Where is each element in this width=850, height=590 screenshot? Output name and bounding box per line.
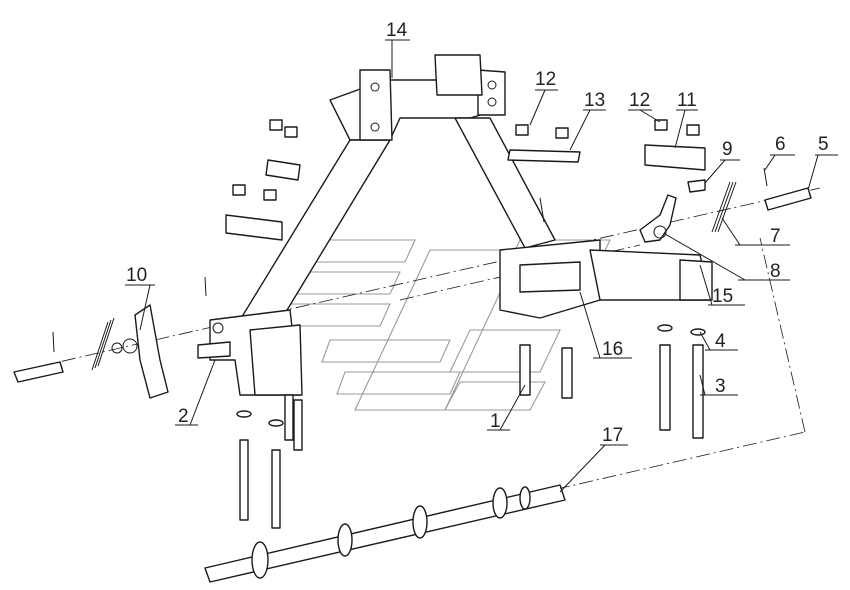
callout-12-left: 12 xyxy=(535,69,556,90)
callout-14: 14 xyxy=(386,20,408,41)
callout-5: 5 xyxy=(818,134,829,155)
callout-4: 4 xyxy=(715,331,726,352)
part-left-lever xyxy=(13,276,207,399)
nuts xyxy=(232,119,700,201)
callout-8: 8 xyxy=(770,261,781,282)
part-shaft xyxy=(204,484,566,583)
part-right-lever xyxy=(639,167,812,243)
callout-10: 10 xyxy=(126,265,147,286)
callout-9: 9 xyxy=(722,139,733,160)
callout-11: 11 xyxy=(677,90,697,111)
callout-3: 3 xyxy=(715,376,726,397)
callout-15: 15 xyxy=(712,286,733,307)
part-right-bracket xyxy=(499,197,713,319)
callout-16: 16 xyxy=(602,339,623,360)
callout-2: 2 xyxy=(178,406,189,427)
bolts xyxy=(236,324,706,529)
leader-lines xyxy=(125,39,838,493)
part-left-bracket xyxy=(197,309,303,396)
callout-6: 6 xyxy=(775,134,786,155)
plates xyxy=(225,144,706,241)
callout-17: 17 xyxy=(602,425,623,446)
callout-12-right: 12 xyxy=(629,90,650,111)
part-a-frame xyxy=(239,54,556,331)
callout-labels: 14 12 13 12 11 9 6 5 7 8 15 16 4 3 1 2 1… xyxy=(126,20,829,446)
callout-7: 7 xyxy=(770,226,781,247)
callout-13: 13 xyxy=(584,90,605,111)
callout-1: 1 xyxy=(490,411,501,432)
